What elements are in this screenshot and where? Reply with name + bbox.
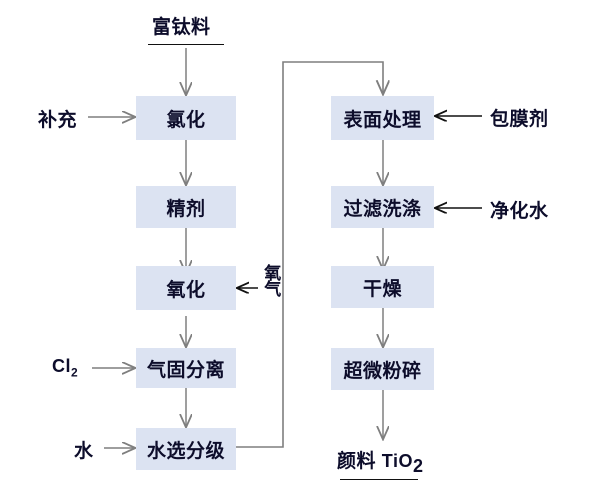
node-micronizing[interactable]: 超微粉碎	[331, 348, 434, 390]
node-surface-treatment[interactable]: 表面处理	[331, 96, 434, 140]
input-material-label: 富钛料	[152, 17, 211, 38]
label-product-tio2: 颜料 TiO2	[337, 446, 423, 477]
label-coating-agent: 包膜剂	[490, 109, 549, 130]
label-product-formula: TiO	[381, 451, 413, 471]
label-oxygen: 氧气	[264, 264, 282, 300]
arrow-recycle-to-surface-treatment	[236, 61, 383, 448]
node-filtering-washing[interactable]: 过滤洗涤	[331, 186, 434, 228]
label-cl2-subscript: 2	[71, 365, 79, 380]
node-refining[interactable]: 精剂	[136, 186, 236, 228]
node-gas-solid-separation[interactable]: 气固分离	[136, 348, 236, 388]
label-cl2-element: Cl	[52, 356, 71, 376]
node-chlorination[interactable]: 氯化	[136, 96, 236, 140]
label-product-prefix: 颜料	[337, 451, 382, 472]
node-hydraulic-classification[interactable]: 水选分级	[136, 428, 236, 470]
label-cl2: Cl2	[52, 356, 78, 380]
label-water: 水	[74, 441, 94, 462]
label-purified-water: 净化水	[490, 201, 549, 222]
label-product-subscript: 2	[412, 455, 424, 476]
node-oxidation[interactable]: 氧化	[136, 266, 236, 310]
label-product-underline	[340, 479, 418, 480]
label-supplement: 补充	[38, 110, 78, 131]
node-drying[interactable]: 干燥	[331, 266, 434, 308]
input-material-underline	[148, 44, 224, 45]
